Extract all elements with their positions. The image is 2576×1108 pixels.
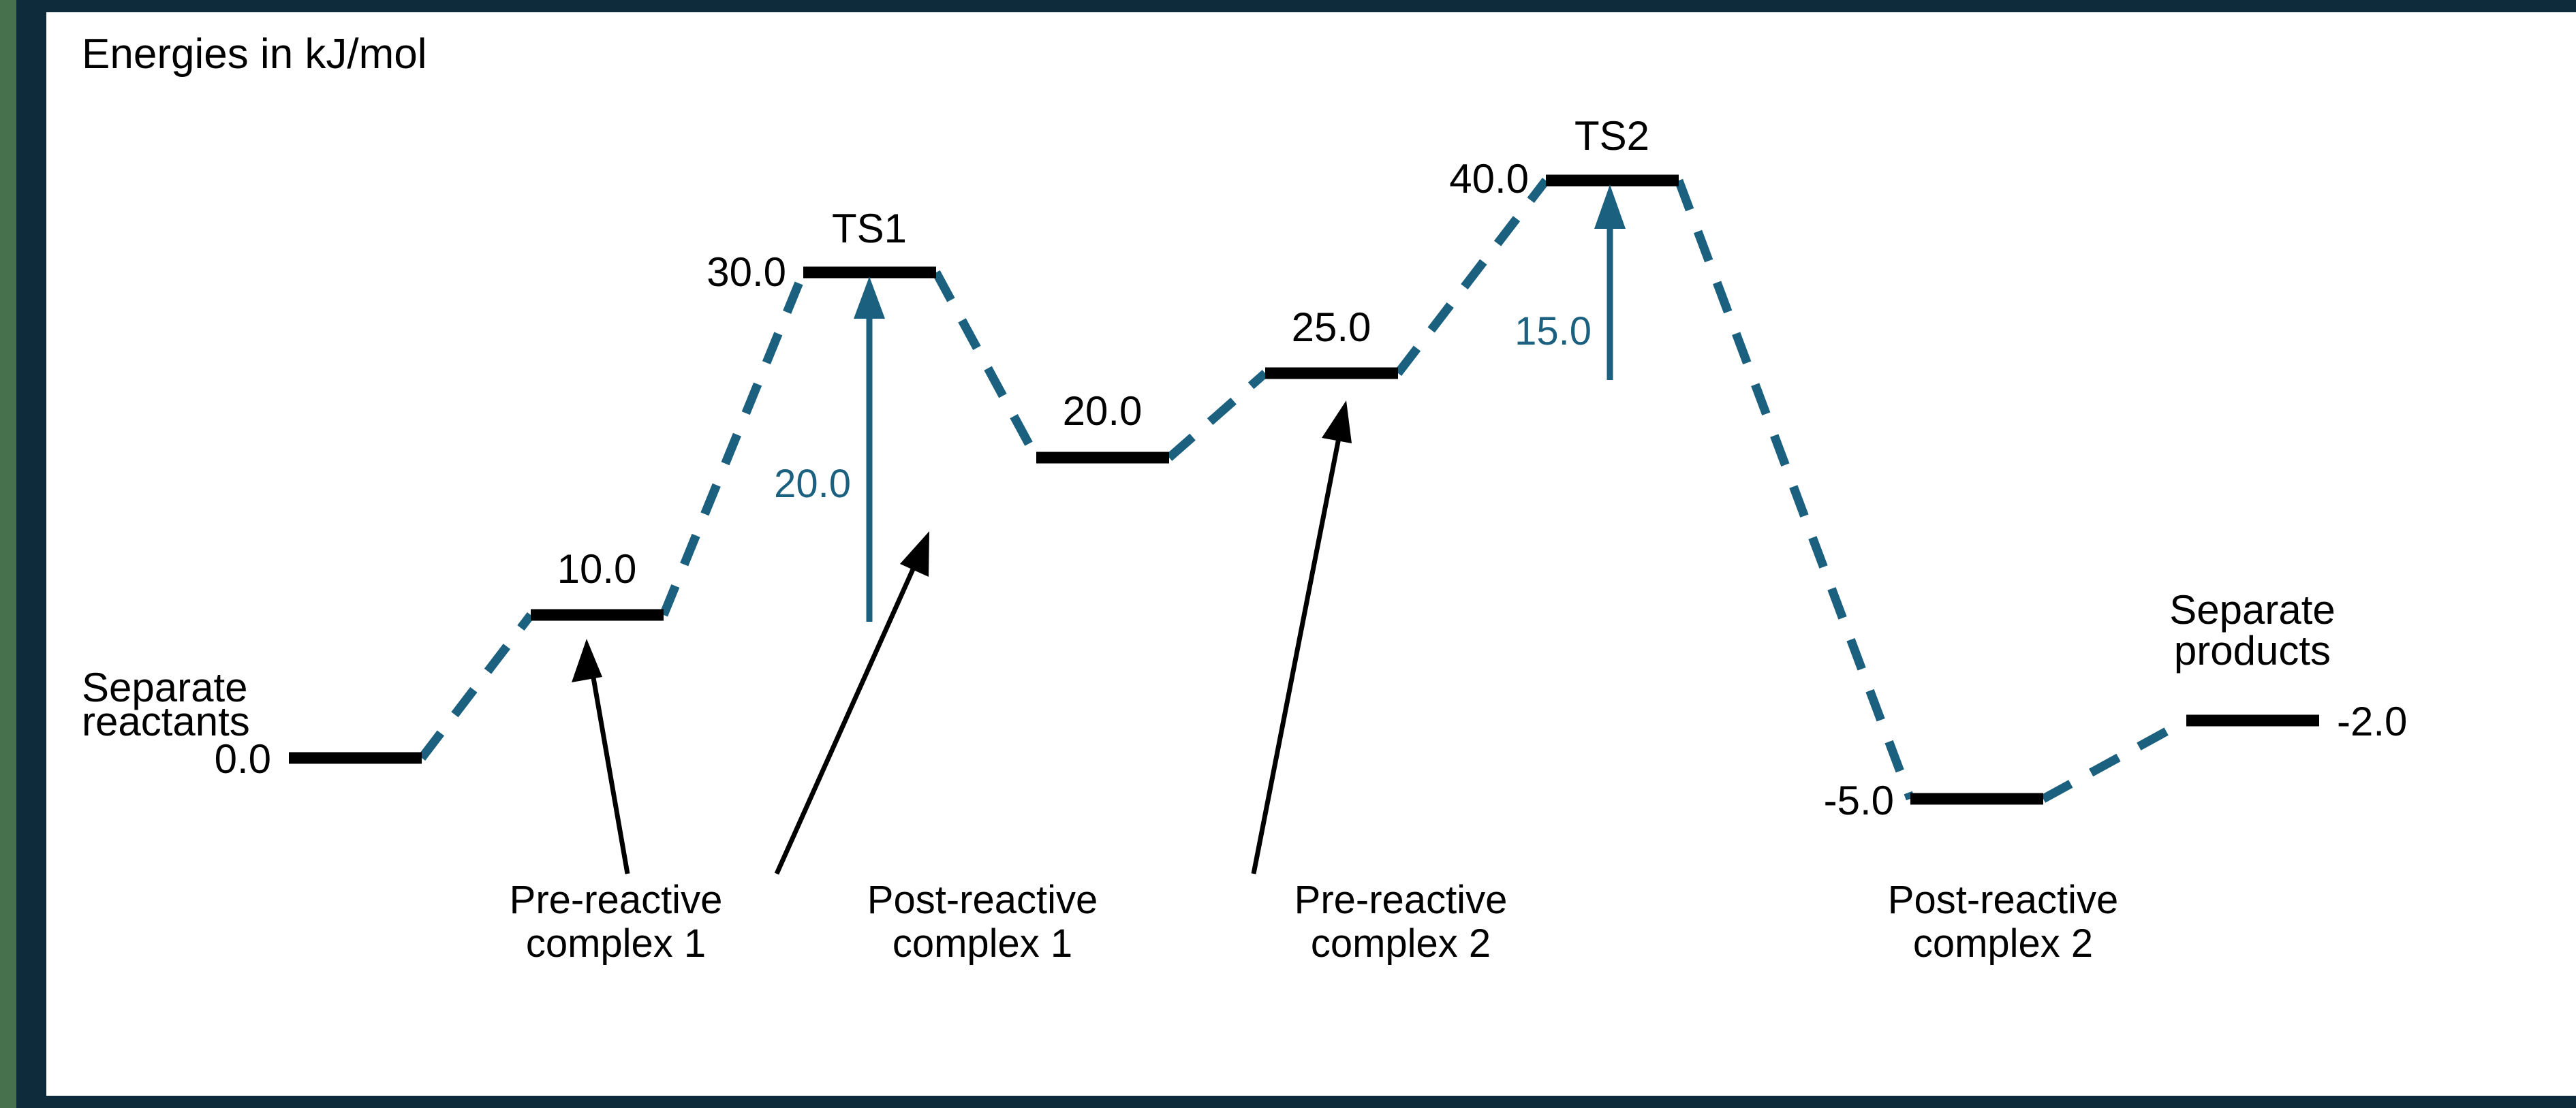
barrier-arrow-ts1-head bbox=[854, 276, 885, 319]
page-title: Energies in kJ/mol bbox=[82, 31, 427, 78]
energy-label-pre1: 10.0 bbox=[557, 546, 637, 592]
annotation-label-post1-line2: complex 1 bbox=[893, 921, 1072, 966]
annotation-arrow-pre1-shaft bbox=[589, 665, 630, 874]
annotation-label-pre1-line2: complex 1 bbox=[526, 921, 706, 966]
energy-label-post1: 20.0 bbox=[1063, 388, 1143, 434]
energy-label-post2: -5.0 bbox=[1824, 778, 1894, 823]
annotation-arrow-pre1 bbox=[572, 639, 630, 874]
connector-reactants-pre1 bbox=[418, 612, 535, 761]
energy-label-products: -2.0 bbox=[2337, 699, 2407, 744]
figure-frame: Energies in kJ/mol 0.0 10.0 30.0 20.0 25… bbox=[16, 0, 2576, 1108]
annotation-arrow-pre2-head bbox=[1322, 400, 1352, 443]
connector-ts2-post2 bbox=[1674, 178, 1915, 801]
energy-profile-diagram: Energies in kJ/mol 0.0 10.0 30.0 20.0 25… bbox=[82, 31, 2407, 966]
annotation-label-pre2-line1: Pre-reactive bbox=[1294, 878, 1508, 922]
connector-group bbox=[418, 178, 2189, 803]
level-bar-group bbox=[289, 174, 2319, 805]
annotation-label-post1-line1: Post-reactive bbox=[867, 878, 1098, 922]
annotation-arrow-post1 bbox=[774, 531, 929, 875]
annotation-arrow-post1-shaft bbox=[774, 556, 921, 875]
annotation-label-pre2-line2: complex 2 bbox=[1311, 921, 1491, 966]
barrier-label-ts2: 15.0 bbox=[1515, 309, 1592, 353]
energy-label-ts2: 40.0 bbox=[1449, 156, 1529, 202]
annotation-label-post2-line2: complex 2 bbox=[1913, 921, 2093, 966]
species-label-products-line2: products bbox=[2174, 628, 2331, 674]
energy-label-reactants: 0.0 bbox=[215, 736, 271, 782]
connector-post2-products bbox=[2040, 716, 2189, 803]
species-label-ts1: TS1 bbox=[832, 206, 907, 251]
annotation-arrow-pre2-shaft bbox=[1251, 427, 1344, 874]
annotation-label-pre1-line1: Pre-reactive bbox=[510, 878, 723, 922]
barrier-arrow-ts2 bbox=[1594, 185, 1626, 380]
plot-canvas: Energies in kJ/mol 0.0 10.0 30.0 20.0 25… bbox=[46, 12, 2576, 1096]
connector-pre2-ts2 bbox=[1394, 178, 1550, 376]
species-label-reactants-line1: Separate bbox=[82, 665, 248, 710]
species-label-reactants-line2: reactants bbox=[82, 699, 250, 744]
barrier-label-ts1: 20.0 bbox=[774, 462, 851, 506]
species-label-ts2: TS2 bbox=[1574, 113, 1649, 159]
energy-label-ts1: 30.0 bbox=[707, 249, 786, 295]
barrier-arrow-ts2-head bbox=[1594, 185, 1626, 229]
connector-pre1-ts1 bbox=[659, 270, 808, 617]
annotation-arrow-pre1-head bbox=[572, 639, 602, 682]
connector-ts1-post1 bbox=[932, 270, 1040, 460]
connector-post1-pre2 bbox=[1166, 370, 1269, 461]
energy-label-pre2: 25.0 bbox=[1292, 304, 1371, 350]
annotation-arrow-post1-head bbox=[900, 531, 929, 577]
annotation-arrow-pre2 bbox=[1251, 400, 1352, 874]
annotation-label-post2-line1: Post-reactive bbox=[1888, 878, 2118, 922]
barrier-arrow-ts1 bbox=[854, 276, 885, 622]
species-label-products-line1: Separate bbox=[2169, 587, 2336, 633]
